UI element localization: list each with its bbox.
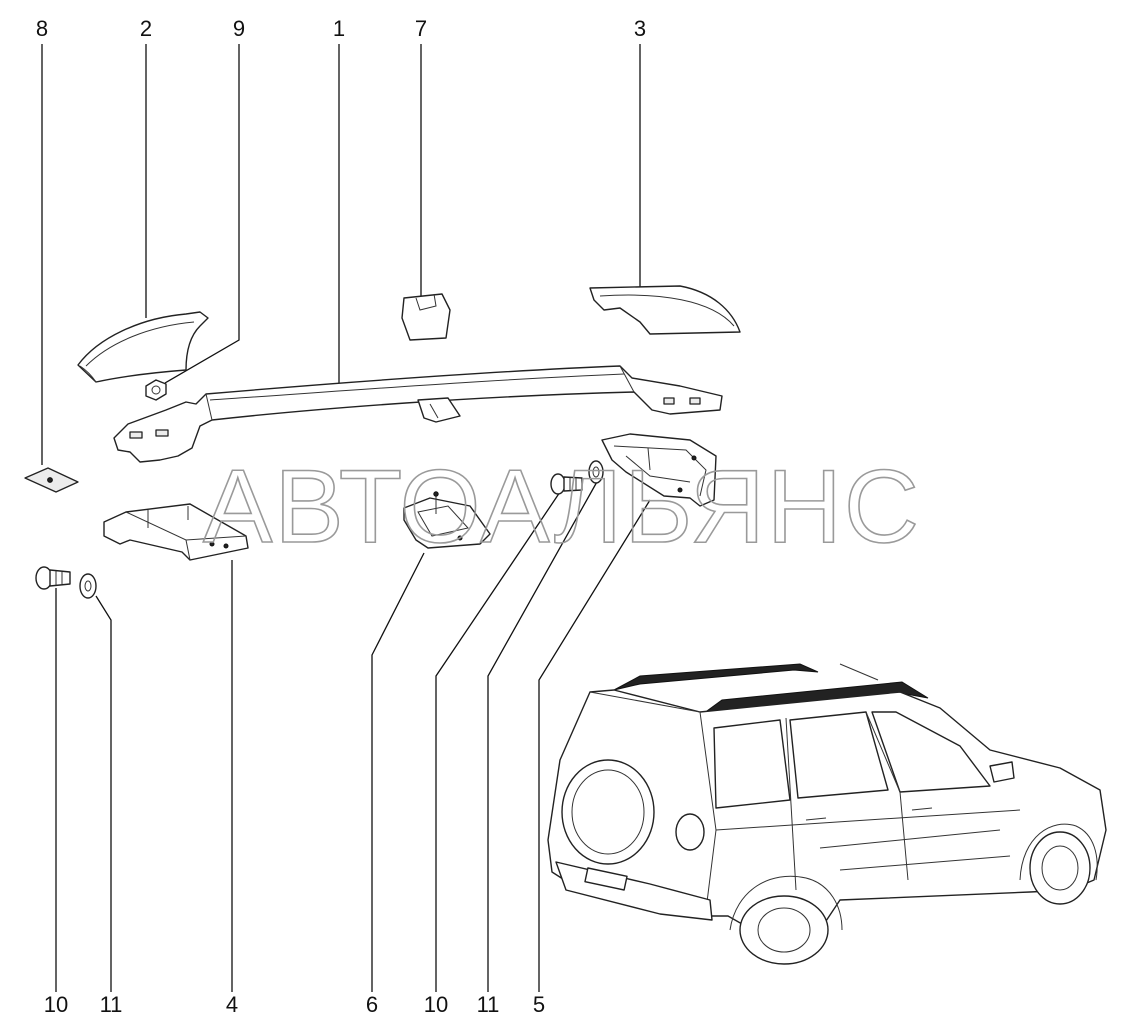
leader-lines: [41, 44, 651, 992]
part-1-roof-rail: [113, 365, 723, 463]
part-4-front-bracket: [103, 503, 249, 561]
callout-label-8-top: 8: [36, 16, 48, 41]
callout-label-10-bottom-right: 10: [424, 992, 448, 1017]
part-7-middle-cover: [401, 293, 451, 341]
part-3-rear-cover: [589, 285, 741, 335]
watermark-text: АВТОАЛЬЯНС: [203, 449, 921, 565]
callout-label-7-top: 7: [415, 16, 427, 41]
callout-label-9-top: 9: [233, 16, 245, 41]
callout-label-11-bottom-left: 11: [100, 992, 123, 1017]
callout-label-11-bottom-right: 11: [477, 992, 500, 1017]
part-8-seal-pad: [24, 467, 79, 493]
part-6-middle-bracket: [403, 491, 491, 549]
callout-label-5-bottom: 5: [533, 992, 545, 1017]
part-10-bolt-right: [550, 473, 583, 495]
callout-label-10-bottom-left: 10: [44, 992, 68, 1017]
part-2-front-cover: [77, 311, 209, 383]
callout-label-3-top: 3: [634, 16, 646, 41]
part-11-washer-left: [79, 573, 97, 599]
callout-label-1-top: 1: [333, 16, 345, 41]
part-11-washer-right: [588, 460, 604, 484]
part-9-nut: [145, 379, 167, 401]
callout-label-4-bottom: 4: [226, 992, 238, 1017]
part-5-rear-bracket: [601, 433, 717, 507]
part-10-bolt-left: [35, 566, 71, 590]
callout-label-2-top: 2: [140, 16, 152, 41]
vehicle-illustration: [547, 663, 1107, 965]
callout-label-6-bottom: 6: [366, 992, 378, 1017]
